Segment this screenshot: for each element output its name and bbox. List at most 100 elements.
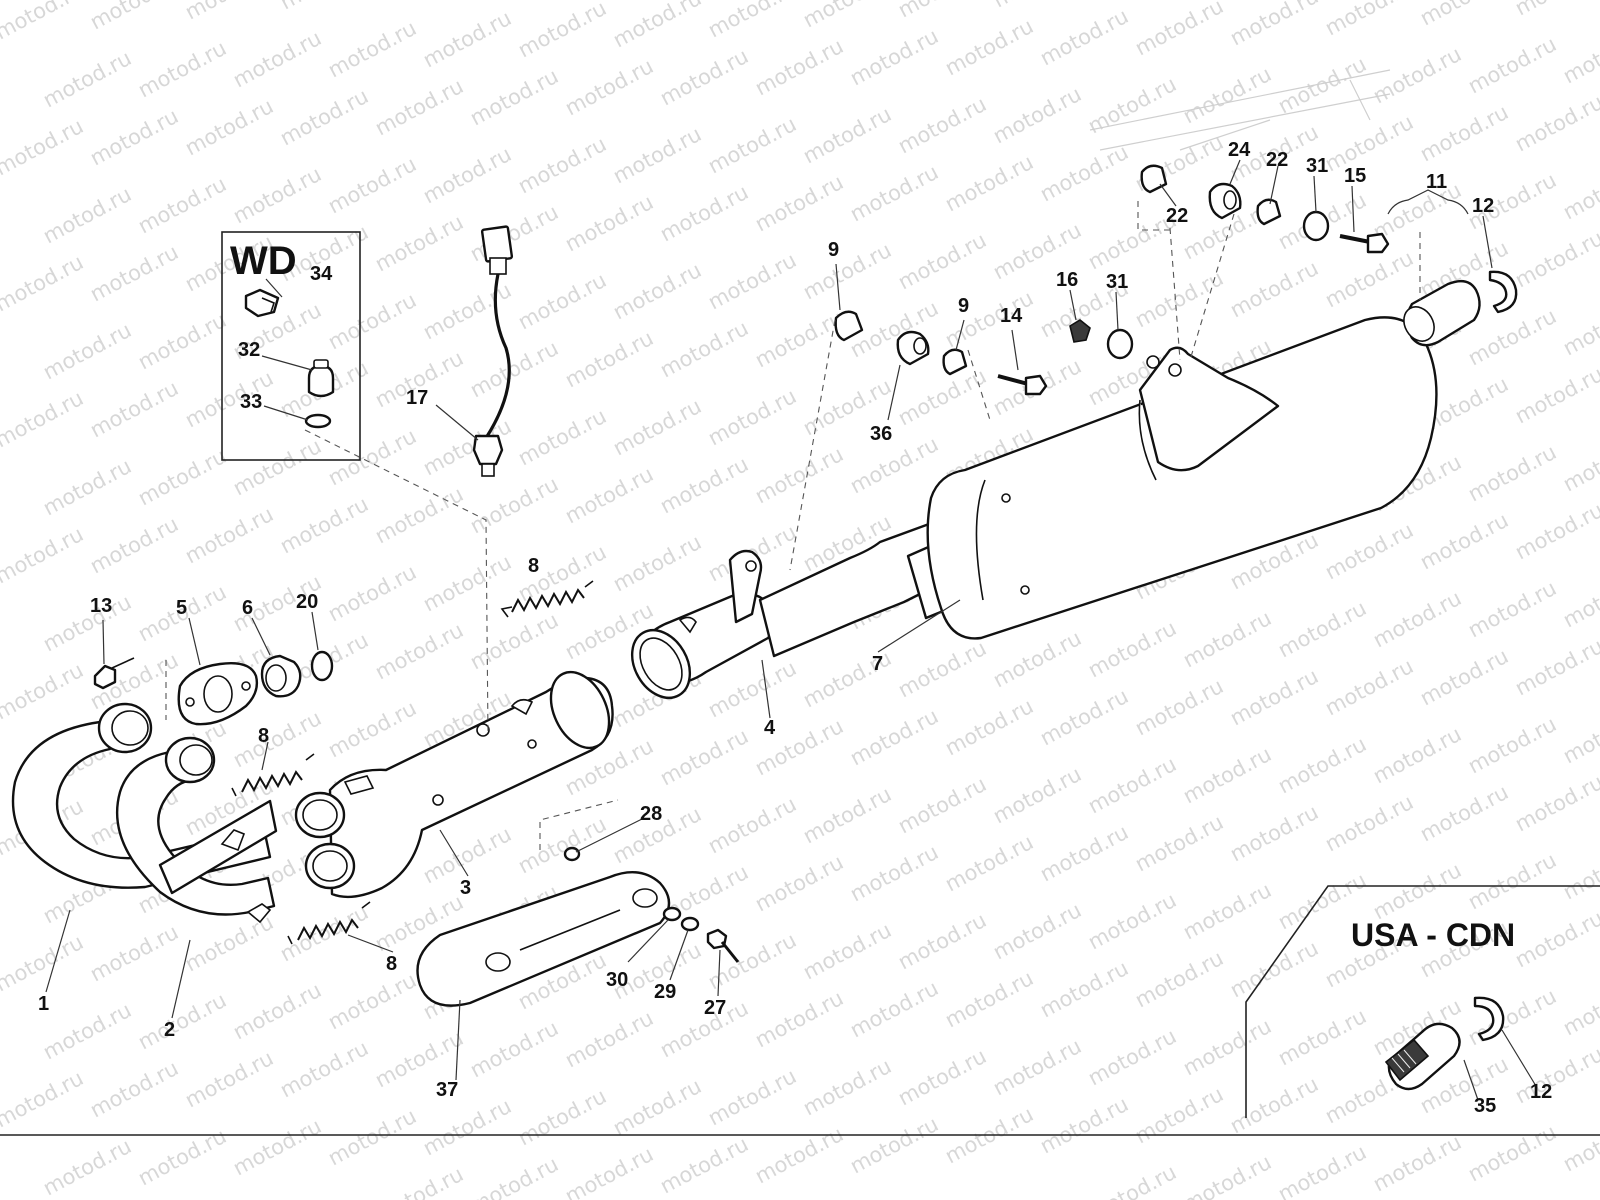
- part-37-heat-shield: [416, 871, 671, 1007]
- callout-15: 15: [1344, 165, 1366, 187]
- watermark-text: motod.ru: [181, 910, 277, 976]
- watermark-text: motod.ru: [466, 472, 562, 538]
- watermark-text: motod.ru: [941, 286, 1037, 352]
- watermark-text: motod.ru: [846, 24, 942, 90]
- part-11-end-cap: [1403, 279, 1481, 347]
- watermark-text: motod.ru: [1559, 22, 1600, 88]
- watermark-text: motod.ru: [371, 74, 467, 140]
- leader-lines: [45, 159, 1537, 1101]
- part-13-bolt: [93, 657, 135, 690]
- part-36-bush: [896, 330, 930, 366]
- watermark-text: motod.ru: [656, 452, 752, 518]
- watermark-text: motod.ru: [846, 976, 942, 1042]
- pipe-clip-front: [220, 829, 246, 852]
- watermark-text: motod.ru: [1321, 654, 1417, 720]
- watermark-text: motod.ru: [324, 560, 420, 626]
- wd-inset-title: WD: [230, 239, 297, 283]
- watermark-text: motod.ru: [1084, 752, 1180, 818]
- watermark-text: motod.ru: [1559, 294, 1600, 360]
- watermark-text: motod.ru: [1179, 1150, 1275, 1200]
- part-6-collar: [260, 654, 302, 698]
- watermark-text: motod.ru: [419, 550, 515, 616]
- callout-33: 33: [240, 391, 262, 413]
- watermark-text: motod.ru: [1559, 974, 1600, 1040]
- part-27-screw: [706, 928, 740, 963]
- watermark-text: motod.ru: [229, 26, 325, 92]
- watermark-text: motod.ru: [561, 1006, 657, 1072]
- watermark-text: motod.ru: [989, 898, 1085, 964]
- watermark-text: motod.ru: [39, 46, 135, 112]
- watermark-text: motod.ru: [324, 696, 420, 762]
- watermark-text: motod.ru: [704, 792, 800, 858]
- watermark-text: motod.ru: [514, 0, 610, 62]
- watermark-text: motod.ru: [799, 238, 895, 304]
- watermark-text: motod.ru: [1416, 644, 1512, 710]
- watermark-text: motod.ru: [276, 0, 372, 14]
- watermark-text: motod.ru: [1416, 100, 1512, 166]
- part-28-washer: [563, 846, 581, 862]
- watermark-text: motod.ru: [941, 14, 1037, 80]
- watermark-text: motod.ru: [86, 240, 182, 306]
- part-20-seal-ring: [310, 650, 334, 682]
- callout-34: 34: [310, 263, 333, 285]
- watermark-text: motod.ru: [1559, 702, 1600, 768]
- watermark-text: motod.ru: [941, 694, 1037, 760]
- watermark-text: motod.ru: [1179, 878, 1275, 944]
- callout-22-left: 22: [1166, 205, 1188, 227]
- part-24-grommet: [1208, 182, 1242, 220]
- watermark-text: motod.ru: [1226, 936, 1322, 1002]
- watermark-text: motod.ru: [894, 1044, 990, 1110]
- watermark-text: motod.ru: [181, 0, 277, 24]
- watermark-text: motod.ru: [371, 0, 467, 4]
- watermark-text: motod.ru: [1131, 946, 1227, 1012]
- watermark-text: motod.ru: [1321, 110, 1417, 176]
- watermark-text: motod.ru: [86, 920, 182, 986]
- part-9-bush-upper: [834, 310, 864, 342]
- watermark-text: motod.ru: [1179, 742, 1275, 808]
- watermark-text: motod.ru: [751, 1122, 847, 1188]
- watermark-text: motod.ru: [1464, 712, 1560, 778]
- watermark-text: motod.ru: [894, 228, 990, 294]
- watermark-text: motod.ru: [324, 288, 420, 354]
- callout-13: 13: [90, 595, 112, 617]
- wd-inset: WD: [221, 231, 361, 461]
- pipe-clip-rear: [246, 903, 272, 924]
- callout-8-upper: 8: [528, 555, 539, 577]
- part-33-o-ring: [304, 413, 332, 429]
- watermark-text: motod.ru: [371, 210, 467, 276]
- callout-37: 37: [436, 1079, 458, 1101]
- watermark-text: motod.ru: [1464, 1120, 1560, 1186]
- watermark-text: motod.ru: [1321, 790, 1417, 856]
- part-22-grommet-right: [1256, 198, 1282, 226]
- callout-12-usa: 12: [1530, 1081, 1552, 1103]
- callout-30: 30: [606, 969, 628, 991]
- watermark-text: motod.ru: [989, 82, 1085, 148]
- callout-8-middle: 8: [258, 725, 269, 747]
- watermark-text: motod.ru: [609, 122, 705, 188]
- watermark-text: motod.ru: [0, 1066, 87, 1132]
- part-35-end-tip: [1384, 1022, 1461, 1091]
- watermark-text: motod.ru: [1274, 52, 1370, 118]
- watermark-text: motod.ru: [1036, 820, 1132, 886]
- watermark-text: motod.ru: [1131, 266, 1227, 332]
- part-16-rubber: [1069, 319, 1091, 343]
- part-34-plug: [244, 288, 280, 318]
- watermark-text: motod.ru: [324, 152, 420, 218]
- watermark-text: motod.ru: [1416, 508, 1512, 574]
- part-12-circlip: [1488, 270, 1518, 314]
- part-17-lambda-sensor: [472, 225, 514, 477]
- watermark-text: motod.ru: [0, 250, 87, 316]
- watermark-text: motod.ru: [751, 442, 847, 508]
- watermark-text: motod.ru: [86, 1056, 182, 1122]
- callout-31-lower: 31: [1106, 271, 1128, 293]
- watermark-text: motod.ru: [1274, 596, 1370, 662]
- watermark-text: motod.ru: [1511, 90, 1600, 156]
- watermark-text: motod.ru: [1274, 732, 1370, 798]
- callout-16: 16: [1056, 269, 1078, 291]
- watermark-text: motod.ru: [1131, 1082, 1227, 1148]
- part-8-spring-middle: [231, 753, 315, 797]
- watermark-text: motod.ru: [1511, 770, 1600, 836]
- watermark-text: motod.ru: [181, 502, 277, 568]
- watermark-text: motod.ru: [846, 704, 942, 770]
- watermark-text: motod.ru: [1131, 0, 1227, 60]
